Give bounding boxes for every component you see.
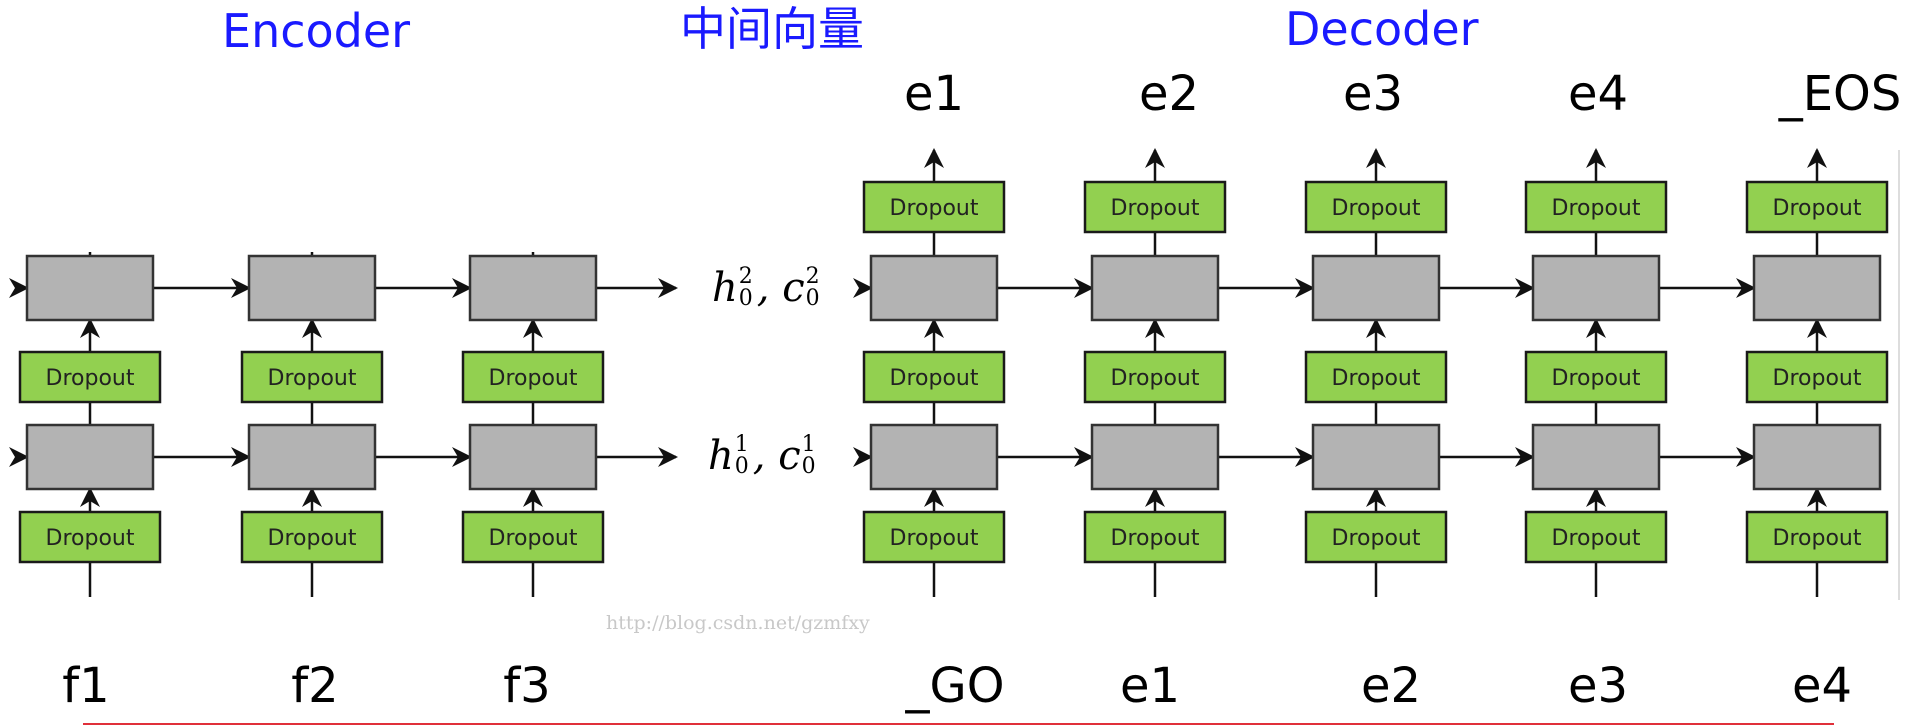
decoder-step-1-output-dropout <box>862 180 1006 234</box>
decoder-step-2-input-dropout <box>1083 510 1227 564</box>
decoder-step-2-output-dropout <box>1083 180 1227 234</box>
decoder-step-3-input-dropout <box>1304 510 1448 564</box>
decoder-output-token: e4 <box>1567 66 1629 122</box>
comma: , <box>756 265 783 311</box>
dropout-label: Dropout <box>1552 526 1641 551</box>
encoder-step-2-input-dropout <box>240 510 384 564</box>
dropout-label: Dropout <box>46 366 135 391</box>
decoder-output-token: _EOS <box>1778 66 1902 122</box>
decoder-step-4-layer2-lstm-cell <box>1531 254 1661 322</box>
decoder-input-token: e4 <box>1791 658 1853 714</box>
context-vector-title: 中间向量 <box>680 2 864 56</box>
decoder-title: Decoder <box>1285 2 1479 56</box>
time-subscript: 0 <box>805 286 820 311</box>
encoder-step-3-middle-dropout <box>461 350 605 404</box>
decoder-step-4-layer1-lstm-cell <box>1531 423 1661 491</box>
dropout-label: Dropout <box>268 526 357 551</box>
encoder-step-2-layer1-lstm-cell <box>247 423 377 491</box>
decoder-step-3-output-dropout <box>1304 180 1448 234</box>
watermark: http://blog.csdn.net/gzmfxy <box>606 612 870 634</box>
dropout-label: Dropout <box>489 366 578 391</box>
dropout-label: Dropout <box>1773 526 1862 551</box>
decoder-step-3-layer1-lstm-cell <box>1311 423 1441 491</box>
decoder-step-5-layer1-lstm-cell <box>1752 423 1882 491</box>
dropout-label: Dropout <box>1111 526 1200 551</box>
encoder-step-3-input-dropout <box>461 510 605 564</box>
encoder-title: Encoder <box>222 4 411 58</box>
time-subscript: 0 <box>738 286 753 311</box>
decoder-step-4-input-dropout <box>1524 510 1668 564</box>
decoder-input-token: e1 <box>1119 658 1181 714</box>
decoder-step-1-layer1-lstm-cell <box>869 423 999 491</box>
decoder-step-5-middle-dropout <box>1745 350 1889 404</box>
encoder-step-1-layer2-lstm-cell <box>25 254 155 322</box>
decoder-step-1-input-dropout <box>862 510 1006 564</box>
layer-superscript: 1 <box>801 432 816 457</box>
hidden-state-symbol: h <box>712 265 738 311</box>
decoder-step-5-input-dropout <box>1745 510 1889 564</box>
dropout-label: Dropout <box>1773 366 1862 391</box>
encoder-step-3-layer1-lstm-cell <box>468 423 598 491</box>
encoder-input-token: f2 <box>291 658 339 714</box>
decoder-step-4-middle-dropout <box>1524 350 1668 404</box>
dropout-label: Dropout <box>1332 196 1421 221</box>
decoder-step-1-middle-dropout <box>862 350 1006 404</box>
decoder-step-2-middle-dropout <box>1083 350 1227 404</box>
layer-superscript: 2 <box>805 264 820 289</box>
dropout-label: Dropout <box>1111 366 1200 391</box>
comma: , <box>752 433 779 479</box>
encoder-step-2-middle-dropout <box>240 350 384 404</box>
decoder-output-token: e1 <box>903 66 965 122</box>
encoder-step-1-middle-dropout <box>18 350 162 404</box>
decoder-input-token: e2 <box>1360 658 1422 714</box>
encoder-step-1-input-dropout <box>18 510 162 564</box>
decoder-step-5-output-dropout <box>1745 180 1889 234</box>
encoder-step-2-layer2-lstm-cell <box>247 254 377 322</box>
decoder-step-2-layer2-lstm-cell <box>1090 254 1220 322</box>
decoder-input-token: e3 <box>1567 658 1629 714</box>
decoder-output-token: e3 <box>1342 66 1404 122</box>
dropout-label: Dropout <box>1552 366 1641 391</box>
dropout-label: Dropout <box>489 526 578 551</box>
decoder-step-5-layer2-lstm-cell <box>1752 254 1882 322</box>
dropout-label: Dropout <box>46 526 135 551</box>
dropout-label: Dropout <box>1332 366 1421 391</box>
time-subscript: 0 <box>801 454 816 479</box>
decoder-step-1-layer2-lstm-cell <box>869 254 999 322</box>
dropout-label: Dropout <box>268 366 357 391</box>
layer-superscript: 2 <box>738 264 753 289</box>
dropout-label: Dropout <box>1111 196 1200 221</box>
decoder-step-3-middle-dropout <box>1304 350 1448 404</box>
decoder-step-3-layer2-lstm-cell <box>1311 254 1441 322</box>
encoder-input-token: f1 <box>62 658 110 714</box>
encoder-step-3-layer2-lstm-cell <box>468 254 598 322</box>
decoder-output-token: e2 <box>1138 66 1200 122</box>
decoder-step-2-layer1-lstm-cell <box>1090 423 1220 491</box>
hidden-state-symbol: h <box>708 433 734 479</box>
dropout-label: Dropout <box>890 526 979 551</box>
dropout-label: Dropout <box>890 366 979 391</box>
layer-superscript: 1 <box>734 432 749 457</box>
dropout-label: Dropout <box>1332 526 1421 551</box>
encoder-step-1-layer1-lstm-cell <box>25 423 155 491</box>
decoder-input-token: _GO <box>905 658 1005 714</box>
dropout-label: Dropout <box>1552 196 1641 221</box>
cell-state-symbol: c <box>782 265 805 311</box>
encoder-input-token: f3 <box>503 658 551 714</box>
cell-state-symbol: c <box>778 433 801 479</box>
time-subscript: 0 <box>734 454 749 479</box>
dropout-label: Dropout <box>890 196 979 221</box>
dropout-label: Dropout <box>1773 196 1862 221</box>
decoder-step-4-output-dropout <box>1524 180 1668 234</box>
